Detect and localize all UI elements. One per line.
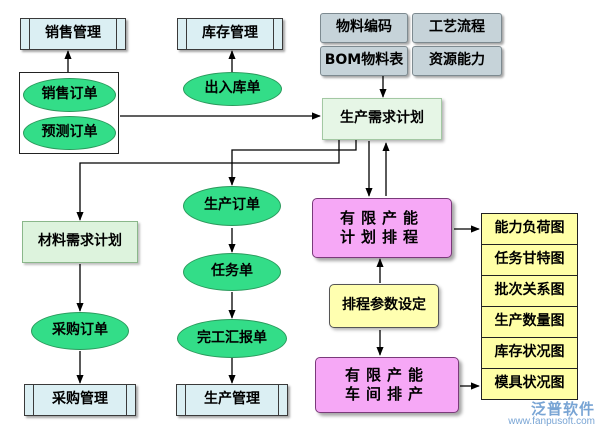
production-order-oval: 生产订单: [183, 186, 281, 226]
purchase-order-oval: 采购订单: [31, 312, 129, 350]
report-item: 批次关系图: [481, 275, 578, 307]
watermark: 泛普软件 www.fanpusoft.com: [508, 402, 595, 427]
finite-capacity-workshop-box: 有限产能 车间排产: [315, 357, 459, 413]
task-order-oval: 任务单: [183, 253, 281, 291]
report-item: 任务甘特图: [481, 244, 578, 276]
purchasing-management-box: 采购管理: [24, 384, 136, 416]
inout-order-oval: 出入库单: [183, 72, 282, 106]
resource-capacity-box: 资源能力: [412, 46, 502, 76]
production-management-box: 生产管理: [176, 384, 288, 416]
connector-plan-to-prodorder: [228, 140, 357, 186]
report-item: 库存状况图: [481, 337, 578, 369]
report-item: 能力负荷图: [481, 213, 578, 245]
schedule-params-box: 排程参数设定: [329, 284, 439, 328]
material-demand-plan-box: 材料需求计划: [22, 221, 138, 263]
inventory-management-box: 库存管理: [177, 18, 283, 50]
report-item: 模具状况图: [481, 368, 578, 400]
production-demand-plan-box: 生产需求计划: [322, 98, 442, 140]
finite-capacity-planning-box: 有限产能 计划排程: [312, 198, 452, 258]
forecast-order-oval: 预测订单: [23, 116, 116, 150]
bom-box: BOM物料表: [320, 46, 408, 76]
sales-management-box: 销售管理: [20, 18, 126, 50]
connector-plan-to-material: [76, 140, 340, 221]
report-item: 生产数量图: [481, 306, 578, 338]
watermark-logo: 泛普软件: [530, 400, 595, 418]
watermark-url: www.fanpusoft.com: [508, 416, 595, 427]
material-code-box: 物料编码: [320, 13, 408, 43]
process-flow-box: 工艺流程: [412, 13, 502, 43]
completion-report-oval: 完工汇报单: [177, 319, 287, 358]
sales-order-oval: 销售订单: [23, 78, 116, 112]
